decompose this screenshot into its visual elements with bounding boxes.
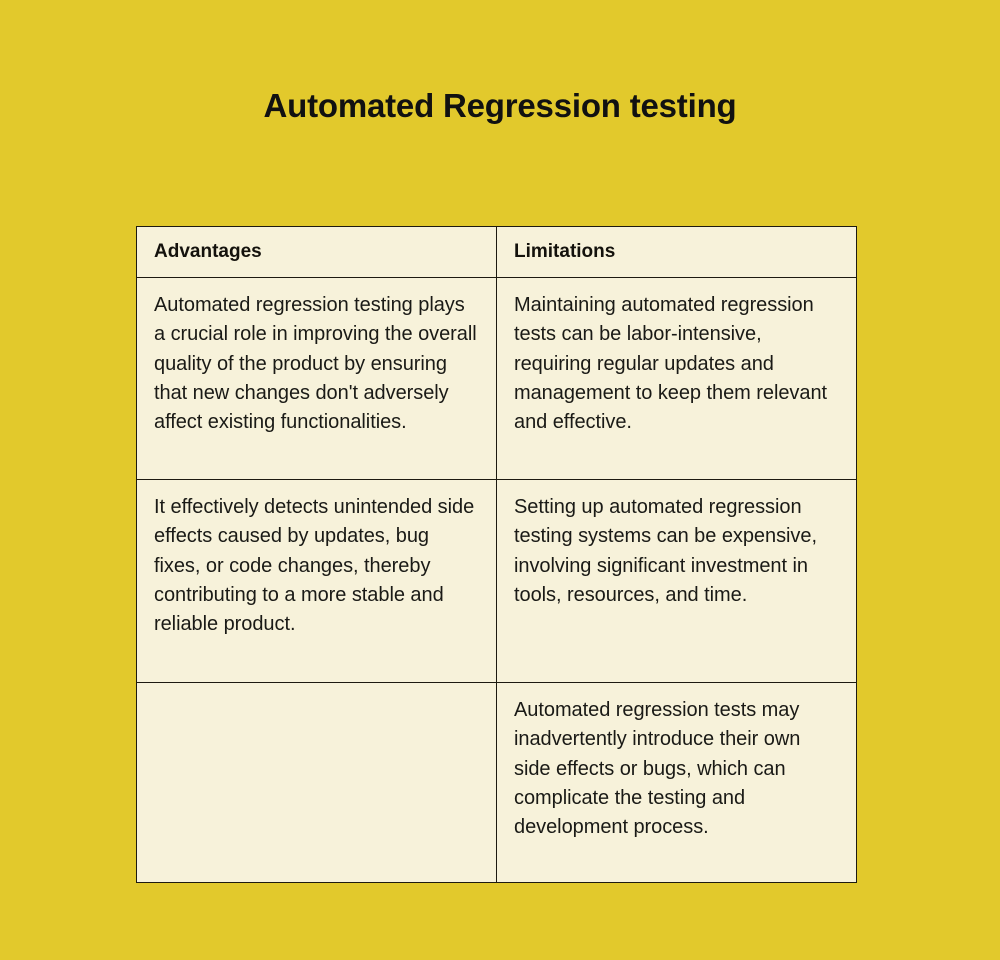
cell-advantages-1: Automated regression testing plays a cru… (136, 277, 497, 480)
table-row: Automated regression tests may inadverte… (136, 682, 857, 883)
advantages-limitations-table: Advantages Limitations Automated regress… (136, 226, 857, 883)
cell-text: Automated regression testing plays a cru… (154, 294, 483, 434)
cell-advantages-3 (136, 682, 497, 883)
table-header: Advantages Limitations (136, 226, 857, 278)
cell-text: Automated regression tests may inadverte… (514, 699, 806, 839)
table-body: Automated regression testing plays a cru… (136, 277, 857, 883)
cell-limitations-3: Automated regression tests may inadverte… (496, 682, 857, 883)
comparison-table-container: Advantages Limitations Automated regress… (136, 226, 857, 883)
table-row: Automated regression testing plays a cru… (136, 277, 857, 480)
column-header-limitations: Limitations (496, 226, 857, 278)
cell-limitations-1: Maintaining automated regression tests c… (496, 277, 857, 480)
column-header-advantages: Advantages (136, 226, 497, 278)
cell-text: It effectively detects unintended side e… (154, 496, 480, 636)
page-title: Automated Regression testing (263, 87, 737, 124)
cell-advantages-2: It effectively detects unintended side e… (136, 479, 497, 683)
cell-text: Setting up automated regression testing … (514, 496, 823, 606)
table-header-row: Advantages Limitations (136, 226, 857, 278)
cell-text: Maintaining automated regression tests c… (514, 294, 833, 434)
table-row: It effectively detects unintended side e… (136, 479, 857, 683)
cell-limitations-2: Setting up automated regression testing … (496, 479, 857, 683)
